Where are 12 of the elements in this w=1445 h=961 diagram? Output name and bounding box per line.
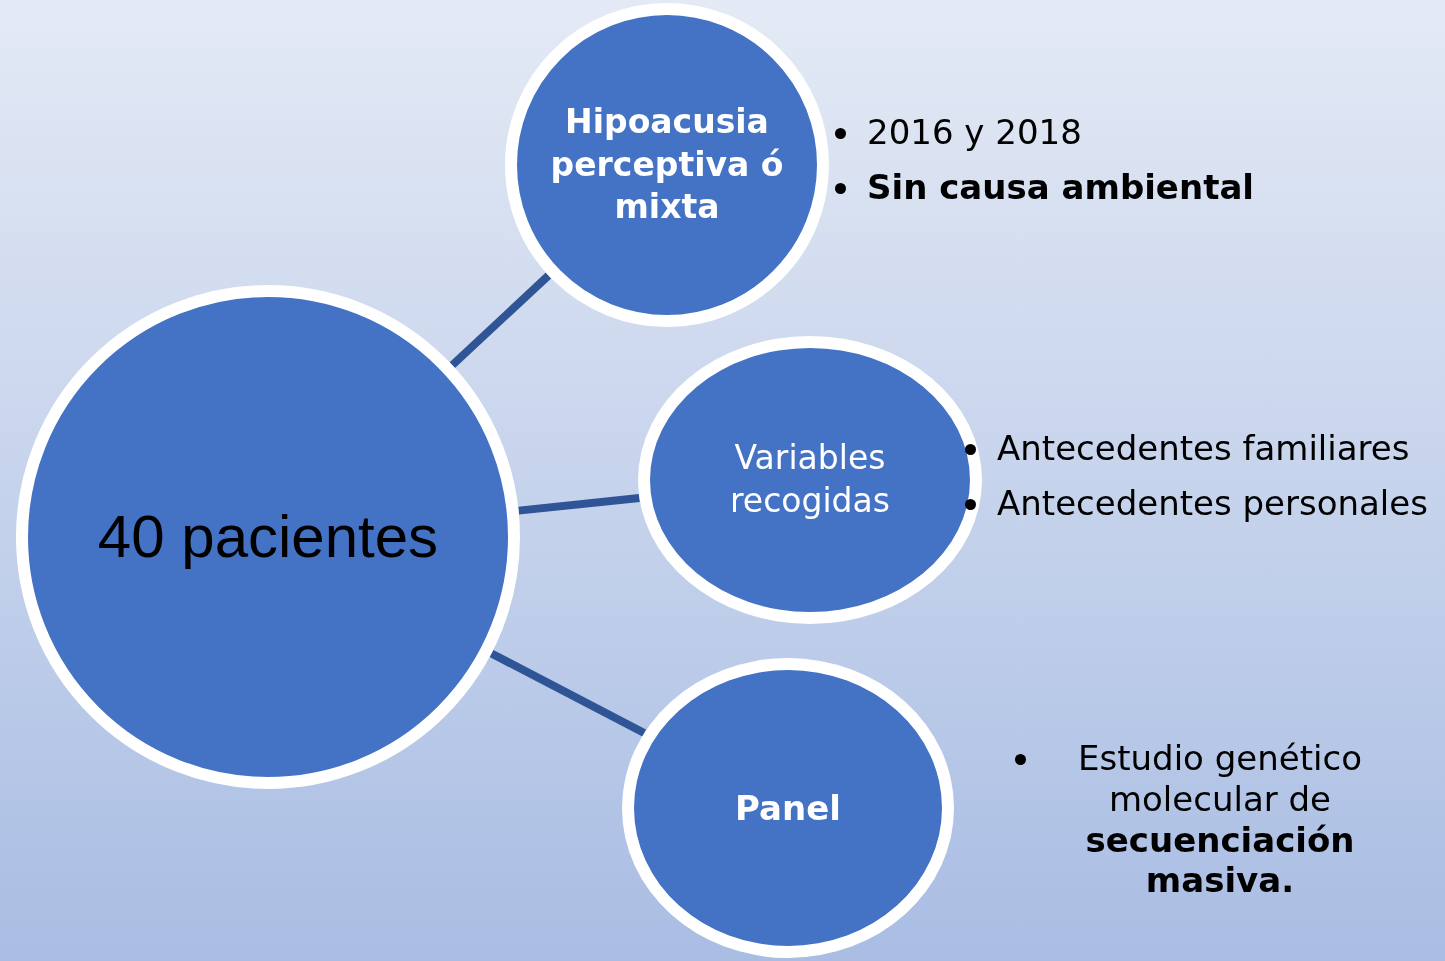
bullet-point: 2016 y 2018 [835,112,1355,153]
node-label: Hipoacusia perceptiva ó mixta [549,100,785,229]
node-label: Panel [734,786,842,830]
node-label: 40 pacientes [96,502,440,572]
connector-line [449,272,552,369]
connector-line [518,493,640,515]
bullet-point: Antecedentes familiares [965,428,1445,469]
node-label: Variables recogidas [729,437,891,522]
connector-line [489,649,647,737]
bullet-point: Estudio genético molecular de secuenciación masiva. [1015,738,1425,902]
bullet-point: Sin causa ambiental [835,166,1355,208]
bullet-point: Antecedentes personales [965,482,1445,524]
